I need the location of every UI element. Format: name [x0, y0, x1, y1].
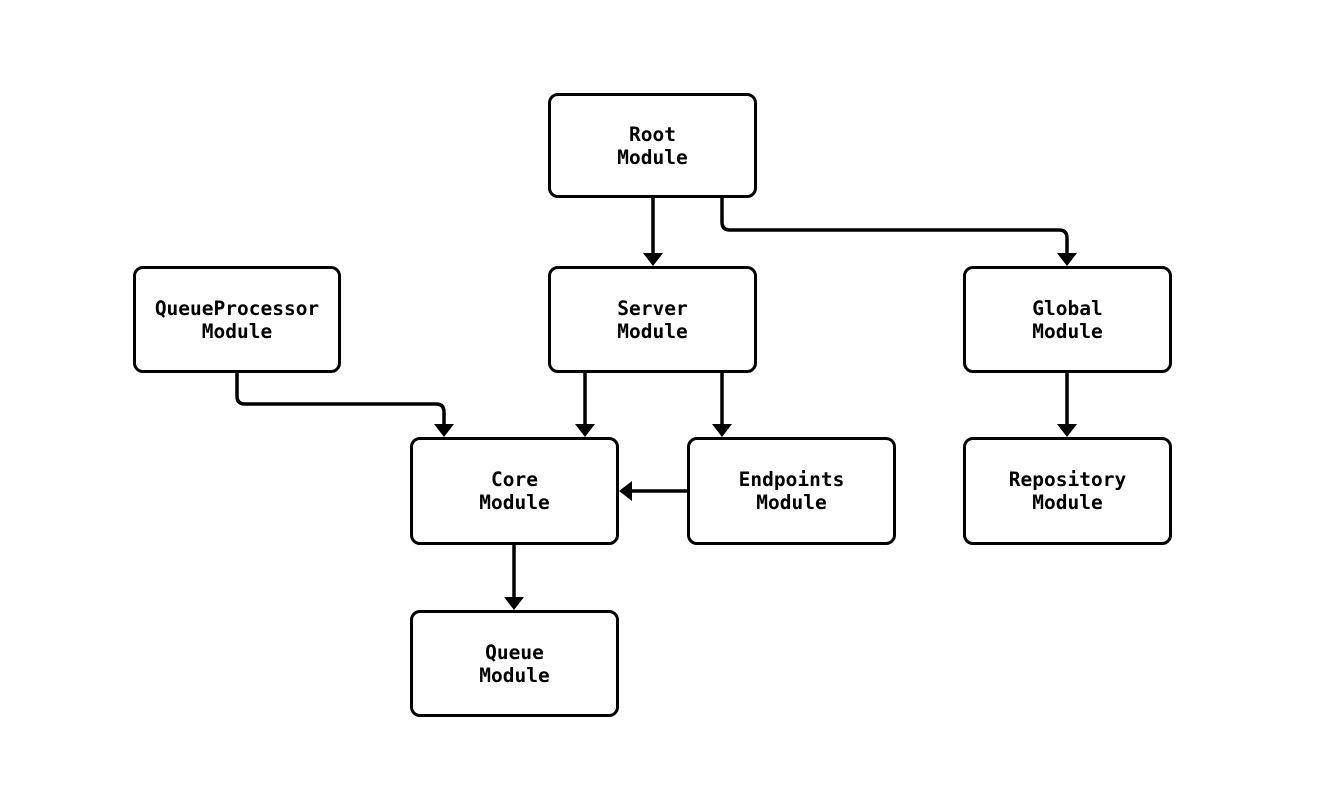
node-global-module-label: Global Module: [1032, 296, 1103, 343]
arrowhead-server-module-to-core-module: [575, 424, 595, 437]
edge-root-module-to-global-module: [720, 198, 1069, 254]
node-queue-processor-module: QueueProcessor Module: [133, 266, 341, 373]
node-endpoints-module-label: Endpoints Module: [738, 468, 845, 514]
node-endpoints-module: Endpoints Module: [687, 437, 896, 545]
arrowhead-queue-processor-module-to-core-module: [434, 424, 454, 437]
node-core-module: Core Module: [410, 437, 619, 545]
edge-queue-processor-module-to-core-module: [235, 373, 446, 425]
node-root-module: Root Module: [548, 93, 757, 198]
arrowhead-global-module-to-repository-module: [1057, 424, 1077, 437]
node-queue-module: Queue Module: [410, 610, 619, 717]
node-core-module-label: Core Module: [479, 468, 550, 514]
node-root-module-label: Root Module: [617, 122, 688, 169]
arrowhead-root-module-to-server-module: [643, 253, 663, 266]
node-global-module: Global Module: [963, 266, 1172, 373]
arrowhead-core-module-to-queue-module: [504, 597, 524, 610]
arrowhead-server-module-to-endpoints-module: [712, 424, 732, 437]
arrowhead-root-module-to-global-module: [1057, 253, 1077, 266]
node-server-module: Server Module: [548, 266, 757, 373]
arrowhead-endpoints-module-to-core-module: [619, 481, 632, 501]
node-queue-module-label: Queue Module: [479, 640, 550, 687]
node-repository-module-label: Repository Module: [1008, 468, 1127, 514]
node-repository-module: Repository Module: [963, 437, 1172, 545]
node-server-module-label: Server Module: [617, 296, 688, 343]
node-queue-processor-module-label: QueueProcessor Module: [154, 296, 320, 343]
